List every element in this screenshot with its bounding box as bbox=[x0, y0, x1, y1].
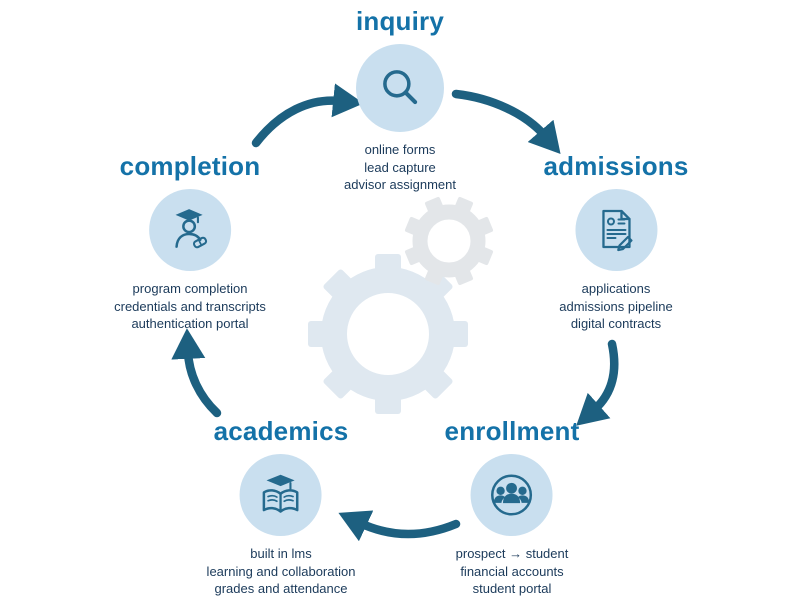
description-line: student portal bbox=[472, 581, 552, 596]
icon-circle bbox=[575, 189, 657, 271]
description-line: advisor assignment bbox=[344, 177, 456, 192]
description-line: authentication portal bbox=[131, 316, 249, 331]
stage-description: online forms lead capture advisor assign… bbox=[344, 141, 456, 194]
stage-title: completion bbox=[119, 151, 261, 181]
stage-completion: completion program completion credential… bbox=[114, 151, 266, 333]
stage-title: admissions bbox=[543, 151, 689, 181]
description-line: credentials and transcripts bbox=[114, 298, 266, 314]
icon-circle bbox=[356, 44, 444, 132]
description-line: learning and collaboration bbox=[206, 563, 356, 579]
arrow-academics-to-completion bbox=[171, 328, 222, 418]
stage-academics: academics built in lms learning and coll… bbox=[207, 416, 356, 598]
description-line: lead capture bbox=[364, 159, 436, 175]
graduate-diploma-icon bbox=[175, 209, 207, 249]
icon-circle bbox=[239, 454, 322, 536]
stage-description: applications admissions pipeline digital… bbox=[559, 280, 672, 333]
description-line: financial accounts bbox=[460, 563, 564, 579]
stage-inquiry: inquiry online forms lead capture adviso… bbox=[344, 6, 456, 194]
icon-circle bbox=[149, 189, 231, 271]
description-line: admissions pipeline bbox=[559, 298, 673, 314]
book-graduation-cap-icon bbox=[263, 474, 299, 513]
description-line: built in lms bbox=[250, 546, 312, 561]
gear-large-icon bbox=[308, 254, 468, 414]
stage-description: prospect → student financial accounts st… bbox=[456, 545, 569, 598]
stage-enrollment: enrollment prospect → student financial … bbox=[445, 416, 580, 598]
description-line: prospect → student bbox=[455, 546, 569, 561]
stage-title: inquiry bbox=[355, 6, 445, 36]
stage-description: built in lms learning and collaboration … bbox=[207, 545, 356, 598]
magnifier-icon bbox=[383, 70, 418, 105]
student-group-icon bbox=[491, 474, 533, 516]
gear-small-icon bbox=[404, 196, 494, 286]
description-line: program completion bbox=[132, 281, 248, 296]
description-line: grades and attendance bbox=[214, 581, 348, 596]
stage-title: academics bbox=[213, 416, 349, 446]
arrow-enrollment-to-academics bbox=[338, 510, 461, 542]
stage-title: enrollment bbox=[444, 416, 580, 446]
icon-circle bbox=[470, 454, 553, 536]
arrow-inquiry-to-admissions bbox=[451, 89, 561, 155]
description-line: digital contracts bbox=[570, 316, 662, 331]
description-line: applications bbox=[581, 281, 651, 296]
application-document-icon bbox=[601, 209, 633, 252]
stage-description: program completion credentials and trans… bbox=[114, 280, 266, 333]
description-line: online forms bbox=[364, 142, 436, 157]
arrow-completion-to-inquiry bbox=[251, 83, 364, 148]
stage-admissions: admissions applications admissions pipel… bbox=[543, 151, 688, 333]
arrow-admissions-to-enrollment bbox=[576, 339, 619, 426]
